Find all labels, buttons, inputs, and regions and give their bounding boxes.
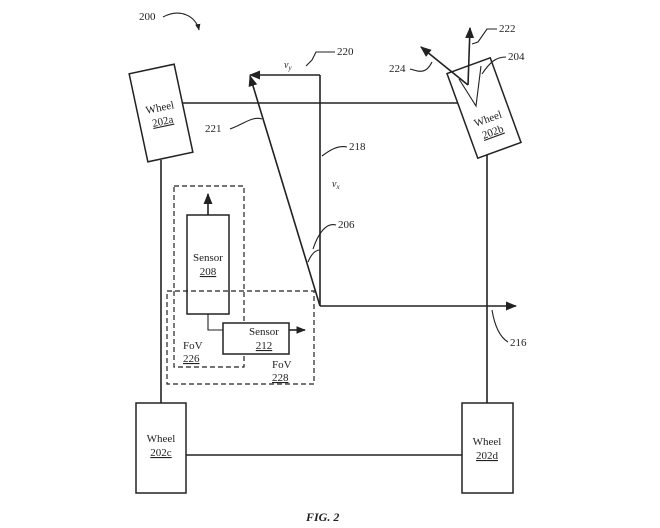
wheel-angle-wedge [458,65,482,108]
wheel-202a: Wheel 202a [128,63,194,163]
angle-206-arc [307,249,321,263]
wheel-202d-label: Wheel [473,436,502,448]
wheel-202c-label: Wheel [147,433,176,445]
fov-228-ref: 228 [272,372,289,384]
ref-218: 218 [349,141,366,153]
wheel-202c: Wheel 202c [135,402,187,494]
sensor-208-label: Sensor [193,252,223,264]
fov-226-region [173,185,245,368]
ref-220: 220 [337,46,354,58]
wheel-202c-ref: 202c [150,447,172,459]
fov-228-label: FoV [272,359,292,371]
sensor-208 [186,214,230,315]
fov-226-label: FoV [183,340,203,352]
wheel-202d: Wheel 202d [461,402,514,494]
ref-218-leader [321,146,348,157]
ref-204: 204 [508,51,525,63]
ref-222: 222 [499,23,516,35]
wheel-202d-ref: 202d [476,450,499,462]
sensor-212-label: Sensor [249,326,279,338]
ref-206: 206 [338,219,355,231]
wheel-velocity-arrow [420,46,469,86]
ref-216-leader [491,309,509,343]
ref-224-leader [409,61,433,72]
figure-caption: FIG. 2 [305,510,339,524]
ref-221: 221 [205,123,222,135]
ref-222-leader [471,28,497,45]
wheel-202b: Wheel 202b [446,56,522,160]
ref-204-leader [481,56,507,75]
sensor-208-ref: 208 [200,266,217,278]
fov-228-region [166,290,315,385]
sensor-link-line [207,314,223,331]
wheel-heading-arrow [465,26,475,86]
vy-label: vy [284,60,292,72]
fov-226-ref: 226 [183,353,200,365]
vx-label: vx [332,179,340,191]
wheel-202a-label: Wheel [145,99,176,117]
sensor-212 [222,322,290,355]
sensor-212-ref: 212 [256,340,273,352]
ref-224: 224 [389,63,406,75]
ref-216: 216 [510,337,527,349]
ref-206-leader [312,224,337,250]
wheel-202a-ref: 202a [151,114,175,130]
ref-221-leader [229,117,263,130]
ref-220-leader [305,51,335,67]
figure-ref-arrow [162,12,201,31]
velocity-resultant-arrow [248,74,321,307]
figure-ref-label: 200 [139,11,156,23]
